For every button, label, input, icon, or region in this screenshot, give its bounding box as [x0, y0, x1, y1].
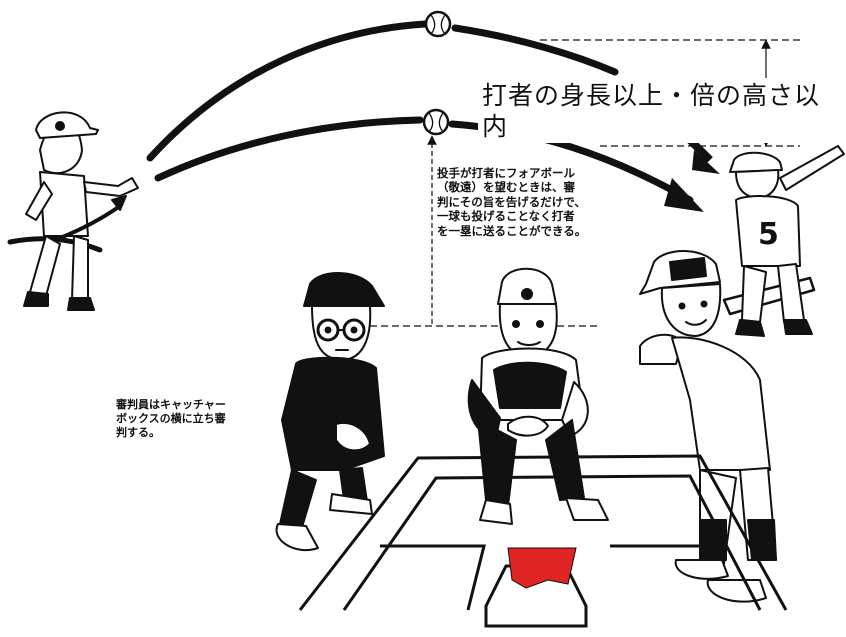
jersey-number: 5: [758, 217, 779, 252]
height-rule-caption: 打者の身長以上・倍の高さ以内: [478, 80, 846, 143]
walk-rule-caption: 投手が打者にフォアボール （敬遠）を望むときは、審 判にその旨を告げるだけで、 …: [437, 166, 587, 238]
small-batter-figure: 5: [729, 145, 845, 337]
baseball-icon: [424, 10, 452, 38]
high-arc-pointer-arrowhead: [692, 150, 720, 174]
high-arc-trajectory: [146, 20, 429, 162]
umpire-figure: [275, 272, 385, 552]
pitcher-figure: [7, 111, 139, 311]
baseball-icon: [422, 108, 450, 136]
low-arc-arrowhead: [664, 178, 704, 212]
catcher-figure: [467, 267, 609, 525]
low-arc-trajectory: [154, 116, 424, 182]
batters-box: [298, 454, 788, 611]
high-arc-trajectory-right: [451, 24, 619, 76]
umpire-position-caption: 審判員はキャッチャー ボックスの横に立ち審 判する。: [116, 398, 226, 439]
home-plate: [484, 547, 588, 628]
